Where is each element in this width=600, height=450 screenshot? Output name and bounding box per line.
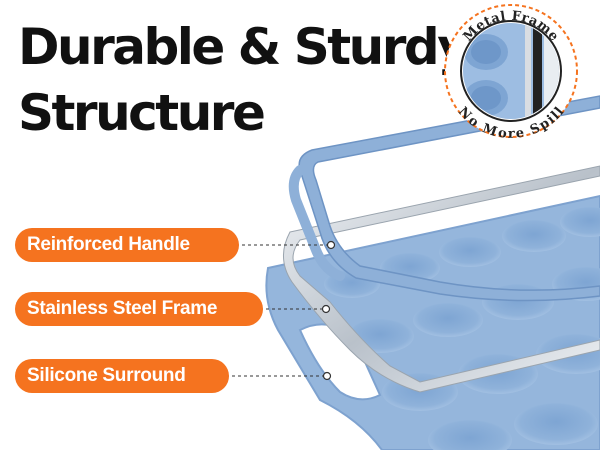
metal-frame-badge: Metal Frame No More Spill [444, 4, 578, 142]
callout-silicone-surround: Silicone Surround [15, 359, 229, 393]
headline-line-2: Structure [18, 84, 266, 142]
callout-reinforced-handle: Reinforced Handle [15, 228, 239, 262]
page-title: Durable & Sturdy Structure [18, 14, 470, 146]
callout-stainless-steel-frame: Stainless Steel Frame [15, 292, 263, 326]
silicone-rim [288, 95, 600, 302]
stainless-steel-frame [283, 165, 600, 393]
headline-line-1: Durable & Sturdy [18, 18, 470, 76]
